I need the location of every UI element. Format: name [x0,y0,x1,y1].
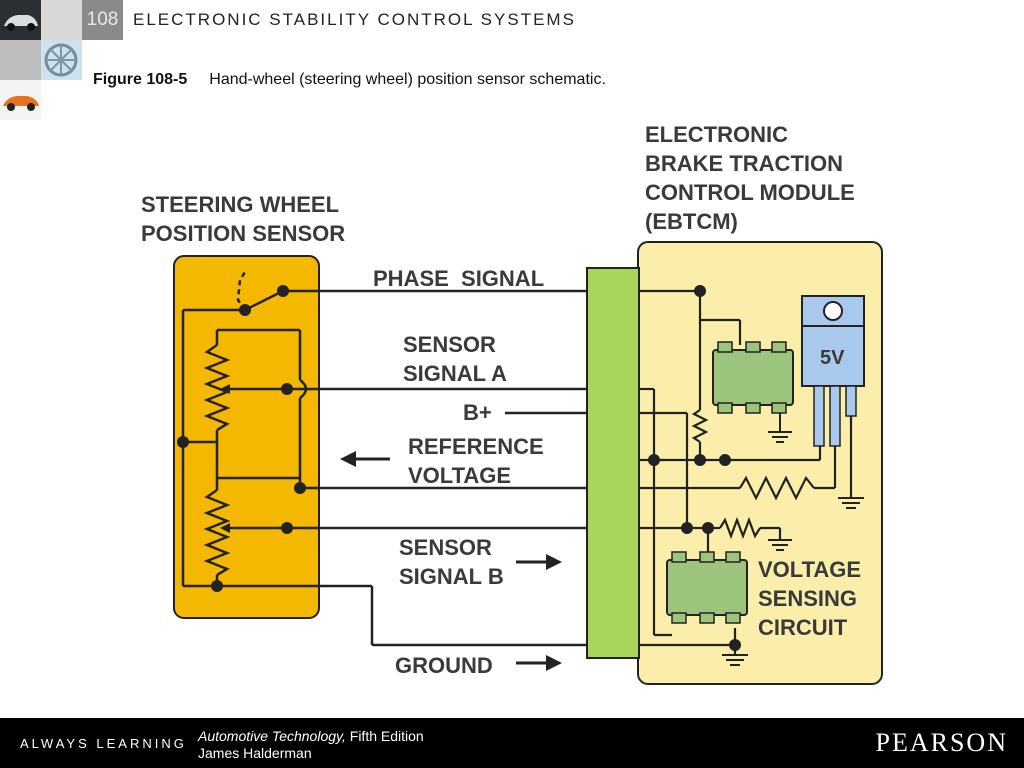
voltage-sensing-line1: VOLTAGE [758,557,861,582]
sports-car-thumbnail [0,80,41,120]
book-title: Automotive Technology, [198,728,346,744]
pearson-logo: PEARSON [875,728,1008,757]
module-title-line2: BRAKE TRACTION [645,151,843,176]
module-junction-dots [648,285,741,651]
connector-block [586,267,640,659]
ic-chip-lower [666,551,748,624]
voltage-sensing-line2: SENSING [758,586,857,611]
footer-bar: ALWAYS LEARNING Automotive Technology, F… [0,718,1024,768]
sensor-junction-dots [177,285,306,592]
chapter-number: 108 [82,0,123,40]
book-author: James Halderman [198,745,312,761]
reference-voltage-line2: VOLTAGE [408,463,511,488]
sensor-signal-b-line1: SENSOR [399,535,492,560]
blank-thumbnail [41,0,82,40]
ground-label: GROUND [395,653,493,678]
always-learning-text: ALWAYS LEARNING [20,736,187,751]
flow-arrows [340,451,562,671]
ground-symbols [722,413,864,666]
sensor-signal-a-line1: SENSOR [403,332,496,357]
grey-thumbnail [0,40,41,80]
figure-caption-text: Hand-wheel (steering wheel) position sen… [209,71,606,88]
car-thumbnail [0,0,41,40]
b-plus-label: B+ [463,400,492,425]
ic-chip-upper [712,341,794,414]
module-title-line4: (EBTCM) [645,209,738,234]
sensor-title-line1: STEERING WHEEL [141,192,339,217]
sensor-schematic-diagram: STEERING WHEEL POSITION SENSOR ELECTRONI… [141,122,883,685]
reference-voltage-line1: REFERENCE [408,434,544,459]
sensor-signal-a-line2: SIGNAL A [403,361,507,386]
voltage-regulator [801,295,865,447]
figure-caption: Figure 108-5 Hand-wheel (steering wheel) … [93,71,606,89]
wheel-thumbnail [41,40,82,80]
phase-signal-label: PHASE SIGNAL [373,266,544,291]
sensor-title-line2: POSITION SENSOR [141,221,345,246]
book-edition: Fifth Edition [345,728,424,744]
phase-switch [244,289,284,312]
module-title-line3: CONTROL MODULE [645,180,855,205]
regulator-label: 5V [820,347,845,369]
chapter-thumbnails [0,0,82,124]
module-wiring [639,289,853,655]
voltage-sensing-line3: CIRCUIT [758,615,848,640]
chapter-title: ELECTRONIC STABILITY CONTROL SYSTEMS [133,10,576,29]
potentiometer-wipers [220,384,287,533]
module-title-line1: ELECTRONIC [645,122,788,147]
sensor-signal-b-line2: SIGNAL B [399,564,504,589]
book-info: Automotive Technology, Fifth Edition Jam… [198,728,424,762]
figure-label: Figure 108-5 [93,71,188,88]
